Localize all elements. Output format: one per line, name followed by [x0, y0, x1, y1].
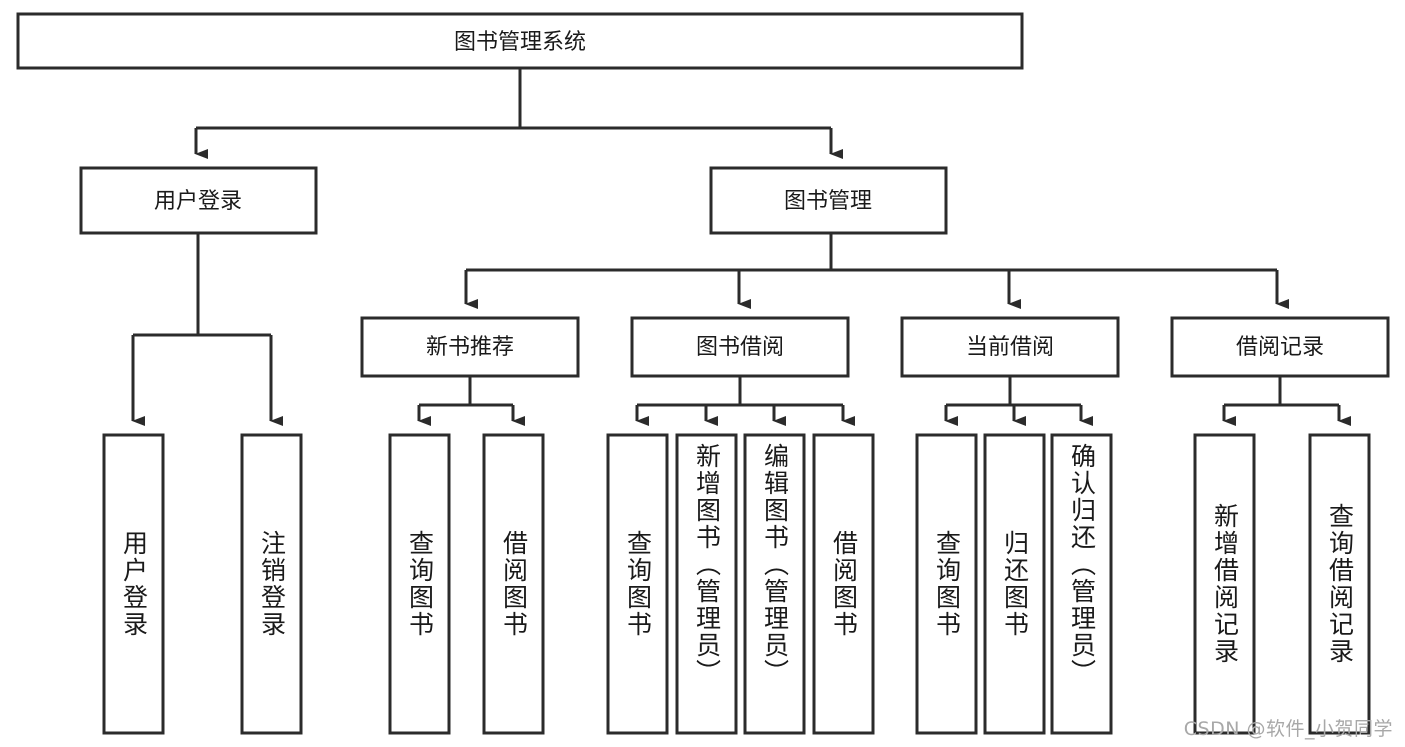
node-borrow-record-box: [1170, 316, 1390, 378]
edge-group-root-to-level1: [194, 68, 843, 159]
node-leaf-borrow-book-1-box[interactable]: [482, 433, 545, 735]
node-user-login-box: [79, 166, 318, 235]
node-book-borrow-box: [630, 316, 850, 378]
node-leaf-return-book-box[interactable]: [983, 433, 1046, 735]
node-new-book-rec[interactable]: 新书推荐: [360, 316, 580, 378]
node-root[interactable]: 图书管理系统: [16, 12, 1024, 70]
edge-group-user-login-to-leaves: [131, 233, 283, 426]
csdn-watermark: CSDN @软件_小贺同学: [1183, 718, 1393, 740]
edge-group-book-borrow-to-leaves: [635, 376, 855, 426]
edge-group-borrow-record-to-leaves: [1222, 376, 1351, 426]
node-leaf-query-book-3-box[interactable]: [915, 433, 978, 735]
node-leaf-borrow-book-2-box[interactable]: [812, 433, 875, 735]
node-leaf-edit-book-box[interactable]: [743, 433, 806, 735]
node-borrow-record[interactable]: 借阅记录: [1170, 316, 1390, 378]
node-root-box: [16, 12, 1024, 70]
node-book-manage-box: [709, 166, 948, 235]
node-current-borrow[interactable]: 当前借阅: [900, 316, 1120, 378]
node-book-borrow[interactable]: 图书借阅: [630, 316, 850, 378]
node-user-login-label: 用户登录: [154, 189, 242, 214]
leaf-boxes-group: [102, 433, 1371, 735]
node-leaf-confirm-return-box[interactable]: [1050, 433, 1113, 735]
node-borrow-record-label: 借阅记录: [1236, 335, 1324, 360]
node-leaf-add-record-box[interactable]: [1193, 433, 1256, 735]
edge-group-book-manage-to-level2: [464, 233, 1289, 309]
edge-group-new-book-rec-to-leaves: [417, 376, 525, 426]
node-leaf-query-record-box[interactable]: [1308, 433, 1371, 735]
node-leaf-add-book-box[interactable]: [675, 433, 738, 735]
node-book-manage-label: 图书管理: [784, 189, 872, 214]
node-current-borrow-label: 当前借阅: [966, 335, 1054, 360]
node-leaf-logout-login-box[interactable]: [240, 433, 303, 735]
node-new-book-rec-label: 新书推荐: [426, 335, 514, 360]
edge-group-current-borrow-to-leaves: [944, 376, 1093, 426]
node-leaf-query-book-2-box[interactable]: [606, 433, 669, 735]
node-book-manage[interactable]: 图书管理: [709, 166, 948, 235]
node-new-book-rec-box: [360, 316, 580, 378]
node-root-label: 图书管理系统: [454, 30, 586, 55]
node-book-borrow-label: 图书借阅: [696, 335, 784, 360]
node-user-login[interactable]: 用户登录: [79, 166, 318, 235]
node-current-borrow-box: [900, 316, 1120, 378]
node-leaf-query-book-1-box[interactable]: [388, 433, 451, 735]
node-leaf-user-login-box[interactable]: [102, 433, 165, 735]
